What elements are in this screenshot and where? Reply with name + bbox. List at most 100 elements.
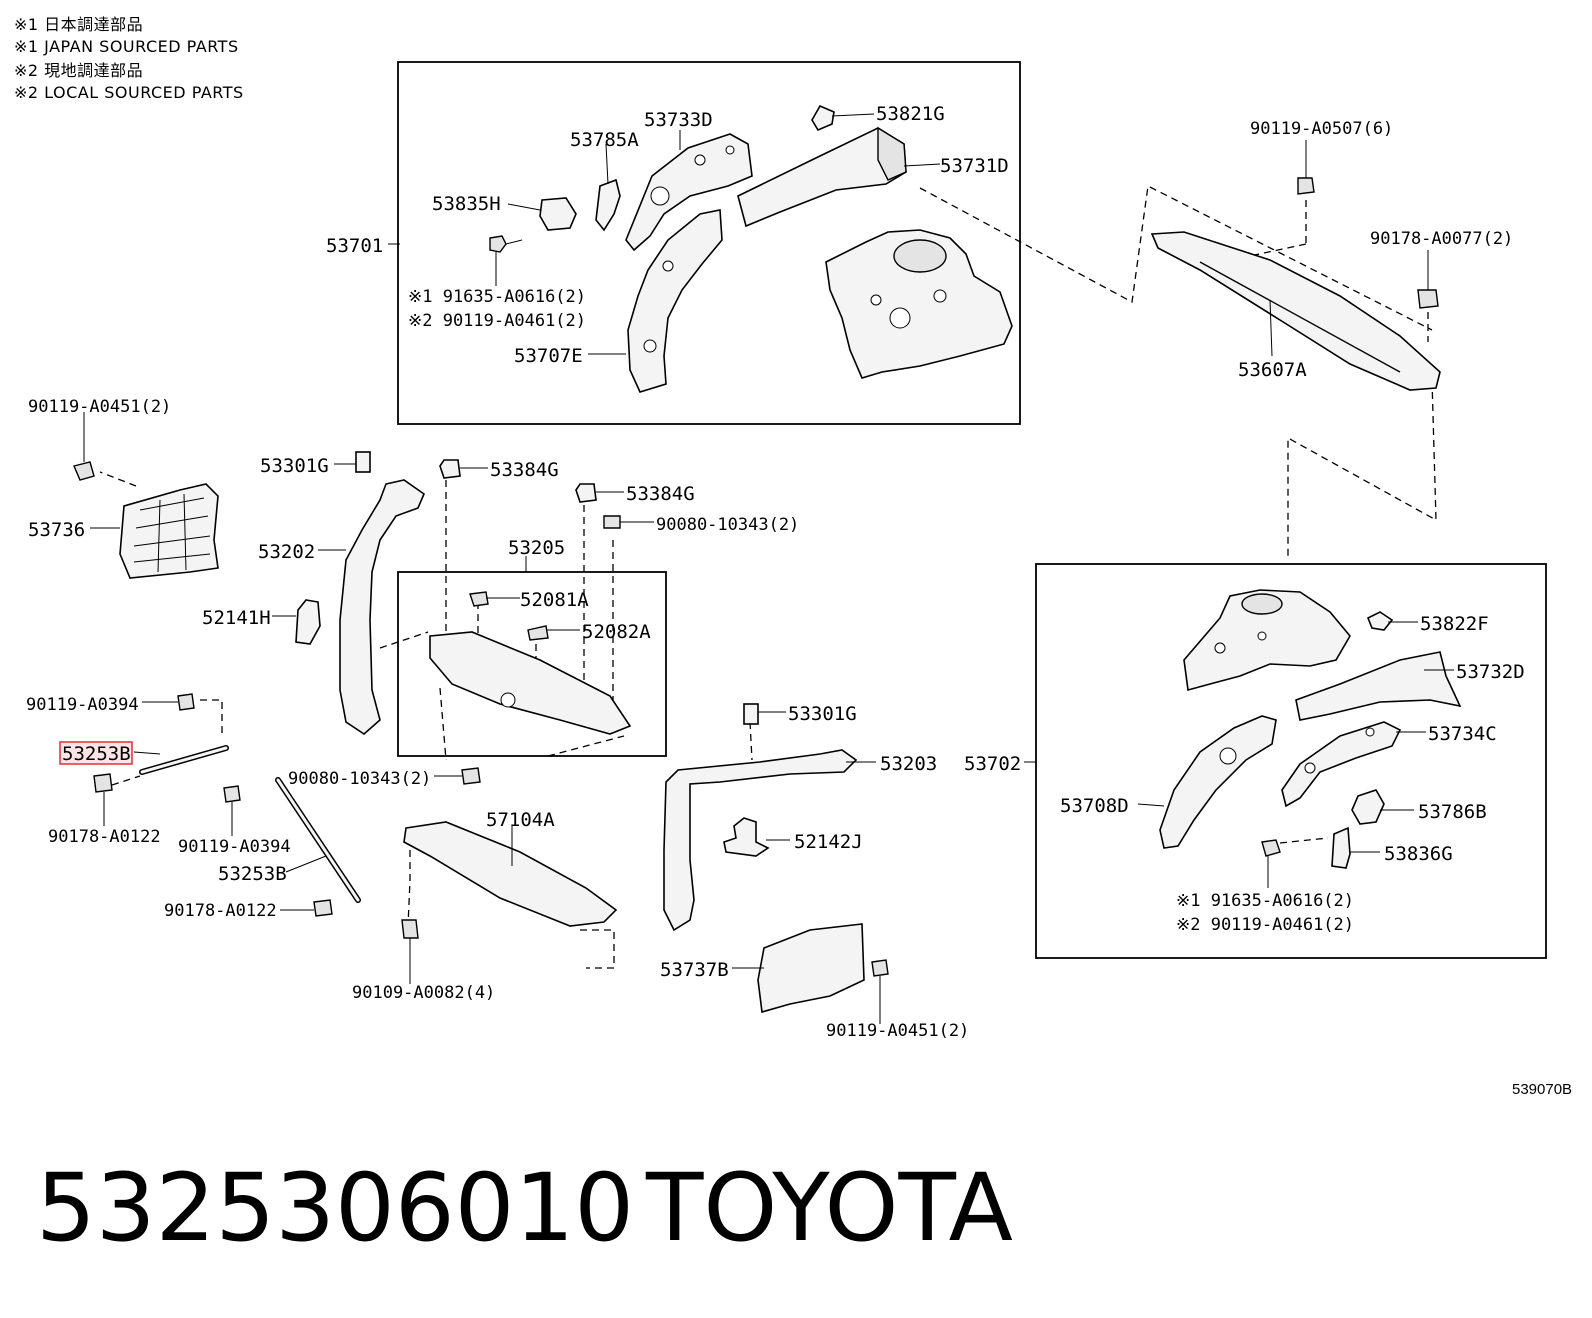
label-53733D[interactable]: 53733D (644, 109, 713, 131)
part-52142J-shape (723, 817, 770, 857)
label-53734C[interactable]: 53734C (1428, 723, 1497, 745)
part-53835H-shape (539, 197, 577, 231)
label-53732D[interactable]: 53732D (1456, 661, 1525, 683)
group-box-53702 (1035, 563, 1547, 959)
bolt-91635-A0616-a (489, 235, 523, 253)
label-53253B-highlighted[interactable]: 53253B (62, 743, 131, 765)
part-57104A-shape (403, 821, 618, 927)
label-91635-A0616-b[interactable]: ※1 91635-A0616(2) (1176, 891, 1354, 911)
part-53836G-shape (1331, 826, 1351, 869)
label-90119-A0507[interactable]: 90119-A0507(6) (1250, 119, 1393, 139)
part-53301G-a-shape (355, 451, 371, 473)
part-53785A-shape (595, 178, 621, 232)
part-52141H-shape (295, 599, 321, 645)
bolt-91635-A0616-b (1261, 839, 1281, 857)
label-53821G[interactable]: 53821G (876, 103, 945, 125)
label-53786B[interactable]: 53786B (1418, 801, 1487, 823)
part-53702-apron-shape (1183, 589, 1351, 692)
note-en-1: ※1 JAPAN SOURCED PARTS (14, 37, 239, 56)
part-53737B-shape (757, 923, 865, 1014)
label-90119-A0461-a[interactable]: ※2 90119-A0461(2) (408, 311, 586, 331)
part-53822F-shape (1366, 611, 1394, 631)
label-52081A[interactable]: 52081A (520, 589, 589, 611)
label-90119-A0451-left[interactable]: 90119-A0451(2) (28, 397, 171, 417)
part-53253B-rod-a (139, 745, 229, 775)
part-labels: 53785A 53733D 53821G 53731D 53835H 53701… (26, 103, 1525, 1041)
bolt-90119-A0394-a (177, 693, 195, 711)
part-53384G-a-shape (439, 459, 461, 479)
label-53384G-b[interactable]: 53384G (626, 483, 695, 505)
part-53202-shape (339, 479, 425, 736)
label-90119-A0394-a[interactable]: 90119-A0394 (26, 695, 139, 715)
part-53786B-shape (1351, 789, 1385, 825)
bolt-90080-10343-a (603, 515, 621, 529)
nut-90178-A0122-b (313, 899, 333, 917)
part-53707E-shape (627, 209, 723, 393)
brand-title: TOYOTA (645, 1154, 1013, 1263)
label-53708D[interactable]: 53708D (1060, 795, 1129, 817)
group-box-53205 (397, 571, 667, 757)
label-53301G-b[interactable]: 53301G (788, 703, 857, 725)
part-53708D-shape (1159, 715, 1277, 849)
label-53736[interactable]: 53736 (28, 519, 85, 541)
part-53821G-shape (811, 104, 835, 132)
bolt-90119-A0394-b (223, 785, 241, 803)
label-53707E[interactable]: 53707E (514, 345, 583, 367)
part-53732D-shape (1295, 651, 1462, 721)
part-53701-apron-shape (825, 229, 1013, 379)
dashed-connectors (99, 185, 1437, 969)
label-90080-10343-b[interactable]: 90080-10343(2) (288, 769, 431, 789)
part-53384G-b-shape (575, 483, 597, 503)
nut-90178-A0122-a (93, 773, 113, 793)
part-52082A-shape (527, 625, 549, 641)
bolt-90119-A0507 (1297, 177, 1315, 195)
part-52081A-shape (469, 591, 489, 607)
part-53733D-shape (625, 133, 753, 252)
note-jp-1: ※1 日本調達部品 (14, 15, 143, 34)
label-90119-A0461-b[interactable]: ※2 90119-A0461(2) (1176, 915, 1354, 935)
label-52082A[interactable]: 52082A (582, 621, 651, 643)
label-53836G[interactable]: 53836G (1384, 843, 1453, 865)
label-53702[interactable]: 53702 (964, 753, 1021, 775)
part-53301G-b-shape (743, 703, 759, 725)
label-91635-A0616-a[interactable]: ※1 91635-A0616(2) (408, 287, 586, 307)
note-jp-2: ※2 現地調達部品 (14, 61, 143, 80)
label-53384G-a[interactable]: 53384G (490, 459, 559, 481)
label-52141H[interactable]: 52141H (202, 607, 271, 629)
label-53253B-b[interactable]: 53253B (218, 863, 287, 885)
label-53301G-a[interactable]: 53301G (260, 455, 329, 477)
label-53203[interactable]: 53203 (880, 753, 937, 775)
label-90178-A0122-b[interactable]: 90178-A0122 (164, 901, 277, 921)
nut-90178-A0077 (1417, 289, 1439, 309)
label-90178-A0122-a[interactable]: 90178-A0122 (48, 827, 161, 847)
label-53737B[interactable]: 53737B (660, 959, 729, 981)
label-53202[interactable]: 53202 (258, 541, 315, 563)
label-90109-A0082[interactable]: 90109-A0082(4) (352, 983, 495, 1003)
label-53731D[interactable]: 53731D (940, 155, 1009, 177)
diagram-id: 539070B (1512, 1081, 1572, 1098)
part-53731D-shape (737, 126, 907, 228)
part-53253B-rod-b (275, 777, 361, 903)
label-53205[interactable]: 53205 (508, 537, 565, 559)
label-90119-A0394-b[interactable]: 90119-A0394 (178, 837, 291, 857)
part-53205-shape (429, 631, 632, 735)
label-53835H[interactable]: 53835H (432, 193, 501, 215)
part-53607A-shape (1150, 231, 1441, 391)
part-53734C-shape (1281, 721, 1402, 808)
label-53607A[interactable]: 53607A (1238, 359, 1307, 381)
label-90080-10343-a[interactable]: 90080-10343(2) (656, 515, 799, 535)
bolt-90109-A0082 (401, 919, 419, 939)
label-90119-A0451-right[interactable]: 90119-A0451(2) (826, 1021, 969, 1041)
highlighted-part-box (59, 741, 133, 765)
sourcing-notes: ※1 日本調達部品 ※1 JAPAN SOURCED PARTS ※2 現地調達… (14, 15, 243, 102)
label-53822F[interactable]: 53822F (1420, 613, 1489, 635)
bolt-90119-A0451-left (73, 461, 95, 481)
part-53736-shape (119, 483, 219, 579)
label-53701[interactable]: 53701 (326, 235, 383, 257)
label-53785A[interactable]: 53785A (570, 129, 639, 151)
bolt-90119-A0451-right (871, 959, 889, 977)
label-90178-A0077[interactable]: 90178-A0077(2) (1370, 229, 1513, 249)
label-57104A[interactable]: 57104A (486, 809, 555, 831)
label-52142J[interactable]: 52142J (794, 831, 863, 853)
